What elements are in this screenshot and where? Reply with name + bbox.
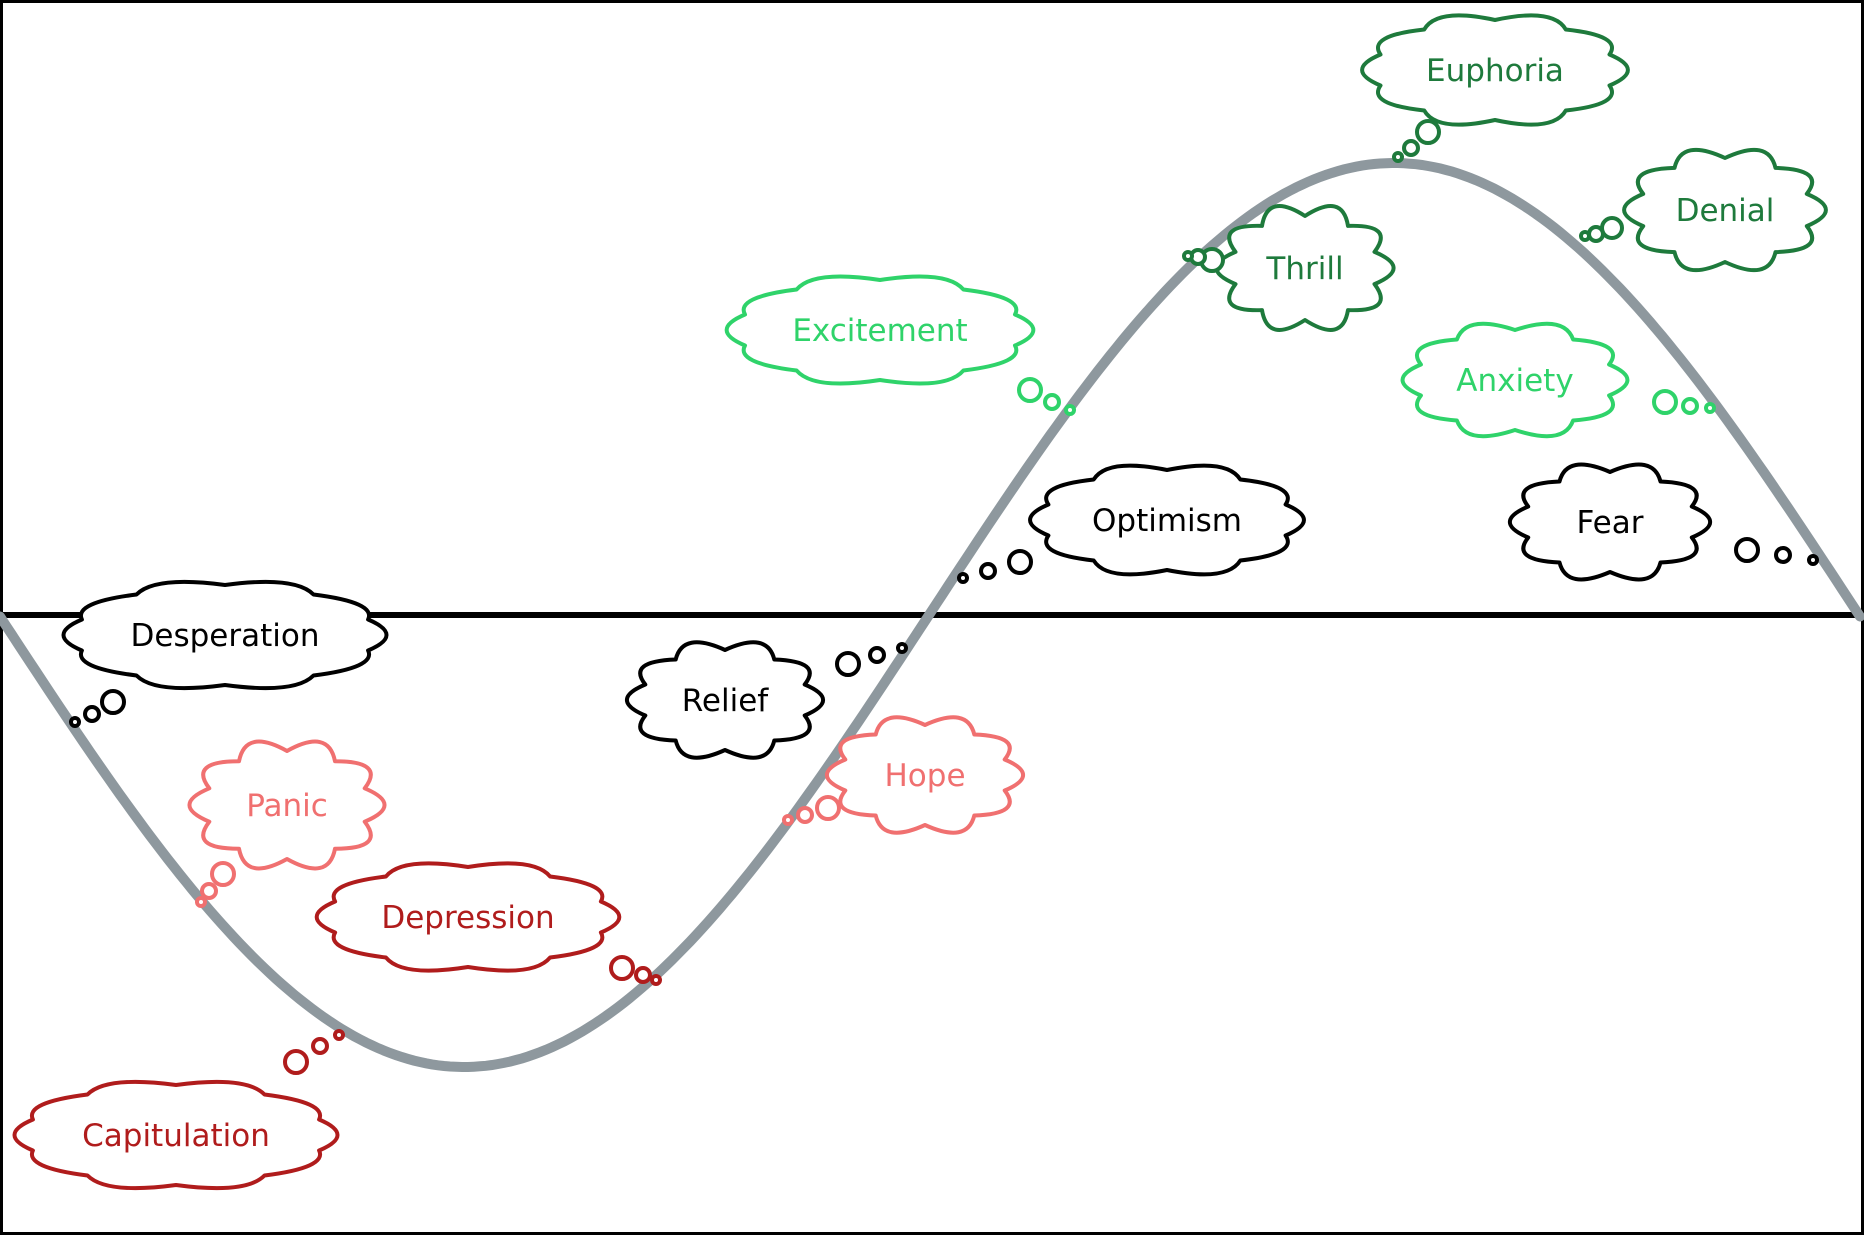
cloud-outline-anxiety [1400, 321, 1630, 439]
thought-cloud-hope: Hope [782, 715, 1026, 835]
thought-cloud-desperation: Desperation [61, 579, 389, 728]
cloud-outline-depression [314, 861, 622, 973]
emotion-label-panic: Panic [246, 788, 328, 824]
thought-bubble-relief-1 [868, 646, 886, 664]
cloud-outline-hope [824, 715, 1026, 835]
cloud-outline-optimism [1028, 463, 1306, 577]
thought-bubble-fear-1 [1774, 546, 1792, 564]
emotion-label-relief: Relief [682, 683, 770, 719]
thought-bubble-hope-2 [782, 814, 794, 826]
thought-bubble-optimism-1 [979, 562, 997, 580]
thought-bubble-euphoria-1 [1402, 139, 1420, 157]
thought-cloud-anxiety: Anxiety [1400, 321, 1716, 439]
thought-bubble-panic-2 [195, 896, 207, 908]
thought-bubble-denial-2 [1579, 230, 1591, 242]
thought-bubble-depression-2 [650, 974, 662, 986]
emotion-label-fear: Fear [1577, 505, 1644, 541]
emotion-label-euphoria: Euphoria [1426, 53, 1564, 89]
thought-bubble-anxiety-1 [1681, 397, 1699, 415]
thought-bubble-denial-0 [1600, 216, 1624, 240]
thought-cloud-euphoria: Euphoria [1360, 13, 1630, 163]
thought-bubble-desperation-2 [69, 716, 81, 728]
cloud-outline-thrill [1214, 204, 1396, 332]
thought-cloud-excitement: Excitement [724, 274, 1076, 416]
market-cycle-curve [0, 158, 1864, 1072]
emotion-label-desperation: Desperation [131, 618, 320, 654]
thought-bubble-hope-0 [815, 795, 841, 821]
thought-bubble-desperation-0 [100, 689, 126, 715]
cloud-outline-excitement [724, 274, 1036, 386]
thought-bubble-euphoria-0 [1415, 119, 1441, 145]
cloud-outline-capitulation [12, 1079, 340, 1191]
emotion-label-excitement: Excitement [792, 313, 967, 349]
emotion-label-optimism: Optimism [1092, 503, 1242, 539]
thought-bubble-fear-2 [1807, 554, 1819, 566]
emotion-label-capitulation: Capitulation [82, 1118, 270, 1154]
emotion-label-anxiety: Anxiety [1456, 363, 1573, 399]
thought-cloud-denial: Denial [1579, 147, 1828, 273]
thought-bubble-denial-1 [1587, 225, 1605, 243]
thought-bubble-capitulation-1 [311, 1037, 329, 1055]
thought-bubble-depression-1 [634, 966, 652, 984]
thought-bubble-optimism-0 [1007, 549, 1033, 575]
thought-cloud-relief: Relief [624, 640, 908, 760]
thought-bubble-capitulation-0 [283, 1049, 309, 1075]
thought-bubble-excitement-2 [1064, 404, 1076, 416]
thought-cloud-fear: Fear [1507, 462, 1819, 582]
clouds-layer: EuphoriaDenialThrillExcitementAnxietyOpt… [12, 13, 1828, 1191]
thought-bubble-panic-0 [210, 861, 236, 887]
cloud-outline-relief [624, 640, 826, 760]
emotion-label-denial: Denial [1676, 193, 1775, 229]
thought-cloud-optimism: Optimism [957, 463, 1306, 584]
thought-bubble-anxiety-0 [1652, 389, 1678, 415]
thought-bubble-fear-0 [1734, 537, 1760, 563]
thought-cloud-depression: Depression [314, 861, 662, 986]
thought-bubble-optimism-2 [957, 572, 969, 584]
thought-bubble-hope-1 [796, 806, 814, 824]
thought-cloud-thrill: Thrill [1182, 204, 1396, 332]
thought-cloud-capitulation: Capitulation [12, 1029, 345, 1191]
thought-bubble-relief-0 [835, 651, 861, 677]
cloud-outline-desperation [61, 579, 389, 691]
cloud-outline-denial [1622, 147, 1828, 273]
thought-bubble-anxiety-2 [1704, 402, 1716, 414]
emotion-label-depression: Depression [381, 900, 554, 936]
thought-bubble-excitement-1 [1043, 393, 1061, 411]
thought-bubble-panic-1 [200, 882, 218, 900]
thought-bubble-desperation-1 [83, 705, 101, 723]
thought-bubble-thrill-2 [1182, 250, 1194, 262]
cloud-outline-fear [1507, 462, 1713, 582]
thought-bubble-relief-2 [896, 642, 908, 654]
thought-bubble-depression-0 [609, 955, 635, 981]
cloud-outline-euphoria [1360, 13, 1630, 127]
thought-bubble-euphoria-2 [1392, 151, 1404, 163]
emotion-label-hope: Hope [884, 758, 965, 794]
thought-bubble-capitulation-2 [333, 1029, 345, 1041]
cloud-outline-panic [187, 739, 387, 871]
thought-bubble-excitement-0 [1017, 377, 1043, 403]
thought-cloud-panic: Panic [187, 739, 387, 908]
emotion-label-thrill: Thrill [1265, 251, 1343, 287]
